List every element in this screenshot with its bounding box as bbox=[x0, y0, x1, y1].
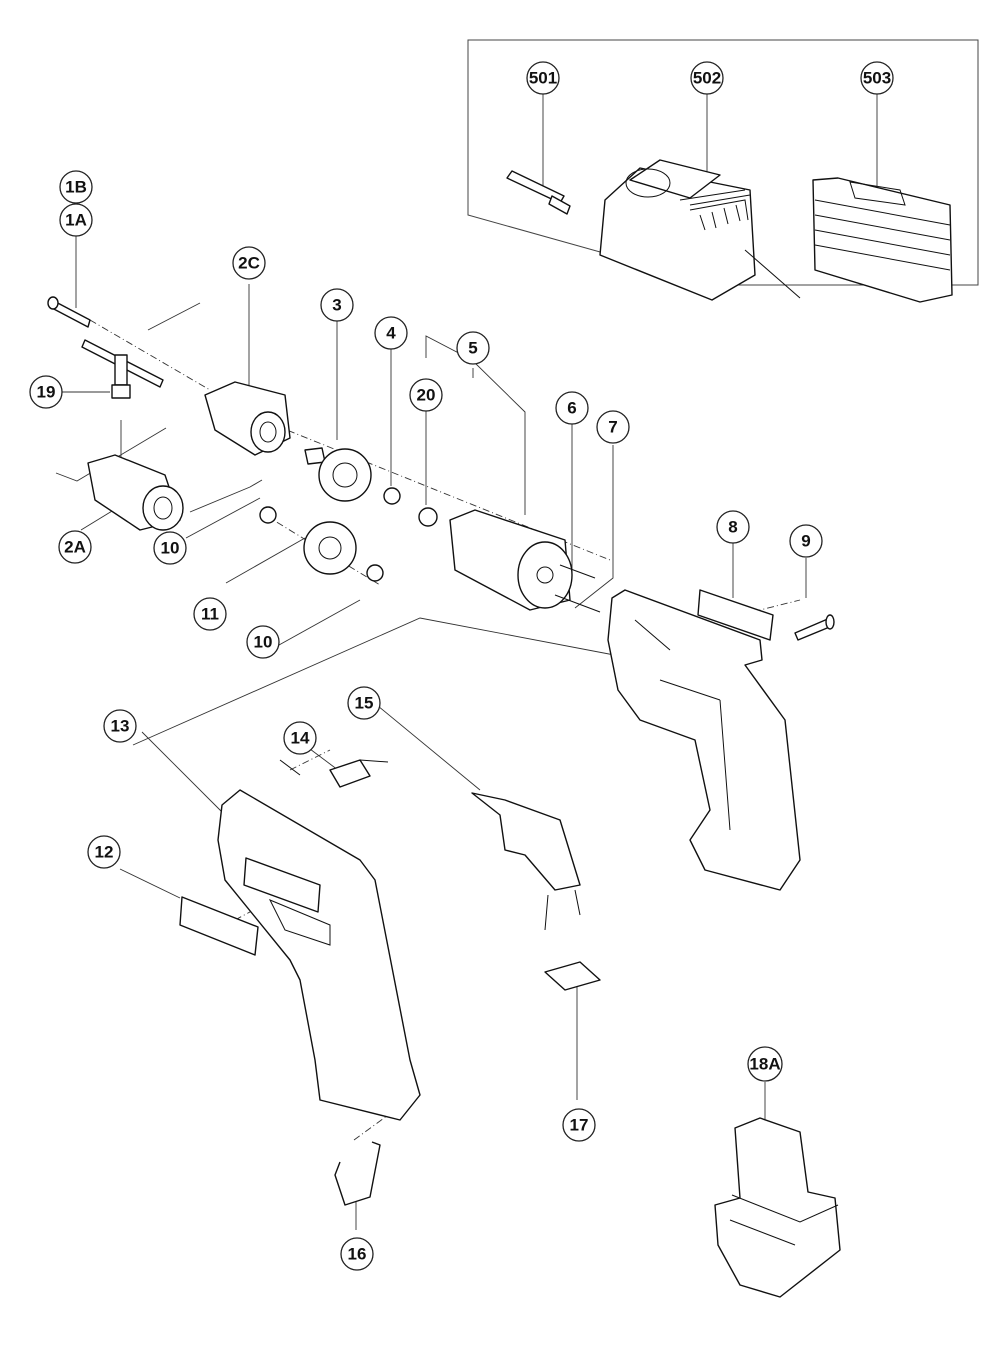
callout-label: 12 bbox=[95, 843, 114, 862]
callout-label: 4 bbox=[386, 324, 396, 343]
part-11-gear bbox=[303, 521, 357, 575]
callout-19[interactable]: 19 bbox=[29, 375, 63, 409]
callout-label: 502 bbox=[693, 69, 721, 88]
callout-15[interactable]: 15 bbox=[347, 686, 381, 720]
accessory-box-outline bbox=[467, 39, 979, 286]
callout-7[interactable]: 7 bbox=[596, 410, 630, 444]
part-1A-screw bbox=[47, 296, 91, 328]
callout-label: 1A bbox=[65, 211, 87, 230]
callout-5[interactable]: 5 bbox=[456, 331, 490, 365]
callout-label: 18A bbox=[749, 1055, 780, 1074]
callout-label: 10 bbox=[161, 539, 180, 558]
callout-label: 1B bbox=[65, 178, 87, 197]
callout-10-upper[interactable]: 10 bbox=[153, 531, 187, 565]
callout-label: 3 bbox=[332, 296, 341, 315]
part-12-label bbox=[179, 896, 259, 956]
callout-2C[interactable]: 2C bbox=[232, 246, 266, 280]
callout-label: 501 bbox=[529, 69, 557, 88]
callout-label: 20 bbox=[417, 386, 436, 405]
callout-label: 9 bbox=[801, 532, 810, 551]
callout-20[interactable]: 20 bbox=[409, 378, 443, 412]
callout-label: 7 bbox=[608, 418, 617, 437]
part-17-connector bbox=[544, 961, 601, 991]
callout-label: 13 bbox=[111, 717, 130, 736]
callout-503[interactable]: 503 bbox=[860, 61, 894, 95]
part-16-belt-hook bbox=[334, 1141, 381, 1206]
part-2C-keyless-chuck bbox=[204, 381, 291, 456]
callout-1B[interactable]: 1B bbox=[59, 170, 93, 204]
callout-11[interactable]: 11 bbox=[193, 597, 227, 631]
part-503-case bbox=[812, 177, 953, 303]
callout-label: 14 bbox=[291, 729, 310, 748]
part-4-bearing bbox=[383, 487, 401, 505]
callout-502[interactable]: 502 bbox=[690, 61, 724, 95]
part-9-tapping-screw bbox=[794, 614, 835, 641]
callout-label: 15 bbox=[355, 694, 374, 713]
callout-label: 6 bbox=[567, 399, 576, 418]
callout-label: 11 bbox=[201, 605, 219, 624]
callout-label: 503 bbox=[863, 69, 891, 88]
callout-501[interactable]: 501 bbox=[526, 61, 560, 95]
callout-10-lower[interactable]: 10 bbox=[246, 625, 280, 659]
callout-label: 16 bbox=[348, 1245, 367, 1264]
callout-16[interactable]: 16 bbox=[340, 1237, 374, 1271]
callout-4[interactable]: 4 bbox=[374, 316, 408, 350]
callout-label: 19 bbox=[37, 383, 56, 402]
callout-label: 2A bbox=[64, 538, 86, 557]
part-20-pinion bbox=[418, 507, 438, 527]
callout-1A[interactable]: 1A bbox=[59, 203, 93, 237]
callout-label: 8 bbox=[728, 518, 737, 537]
part-2A-keyed-chuck bbox=[87, 454, 184, 531]
part-5-motor bbox=[449, 509, 601, 613]
callout-9[interactable]: 9 bbox=[789, 524, 823, 558]
part-15-switch bbox=[471, 792, 581, 931]
callout-12[interactable]: 12 bbox=[87, 835, 121, 869]
part-501-driver-bit bbox=[506, 170, 571, 215]
part-housing-right bbox=[607, 589, 801, 891]
callout-label: 5 bbox=[468, 339, 477, 358]
part-18A-battery bbox=[714, 1117, 841, 1298]
callout-18A[interactable]: 18A bbox=[747, 1046, 783, 1082]
callout-8[interactable]: 8 bbox=[716, 510, 750, 544]
callout-3[interactable]: 3 bbox=[320, 288, 354, 322]
part-502-charger bbox=[599, 159, 801, 301]
part-8-name-plate bbox=[697, 589, 774, 641]
callout-13[interactable]: 13 bbox=[103, 709, 137, 743]
callout-14[interactable]: 14 bbox=[283, 721, 317, 755]
callout-17[interactable]: 17 bbox=[562, 1108, 596, 1142]
part-13-housing-left bbox=[217, 759, 421, 1121]
part-3-spindle-gear bbox=[304, 447, 372, 502]
callout-label: 10 bbox=[254, 633, 273, 652]
part-19-chuck-key bbox=[81, 339, 164, 399]
callout-label: 17 bbox=[570, 1116, 589, 1135]
callout-2A[interactable]: 2A bbox=[58, 530, 92, 564]
leader-lines bbox=[55, 93, 878, 1230]
part-14-terminal bbox=[329, 759, 389, 788]
part-10-bearing-b bbox=[366, 564, 384, 582]
callout-label: 2C bbox=[238, 254, 260, 273]
part-10-bearing-a bbox=[259, 506, 277, 524]
callout-6[interactable]: 6 bbox=[555, 391, 589, 425]
